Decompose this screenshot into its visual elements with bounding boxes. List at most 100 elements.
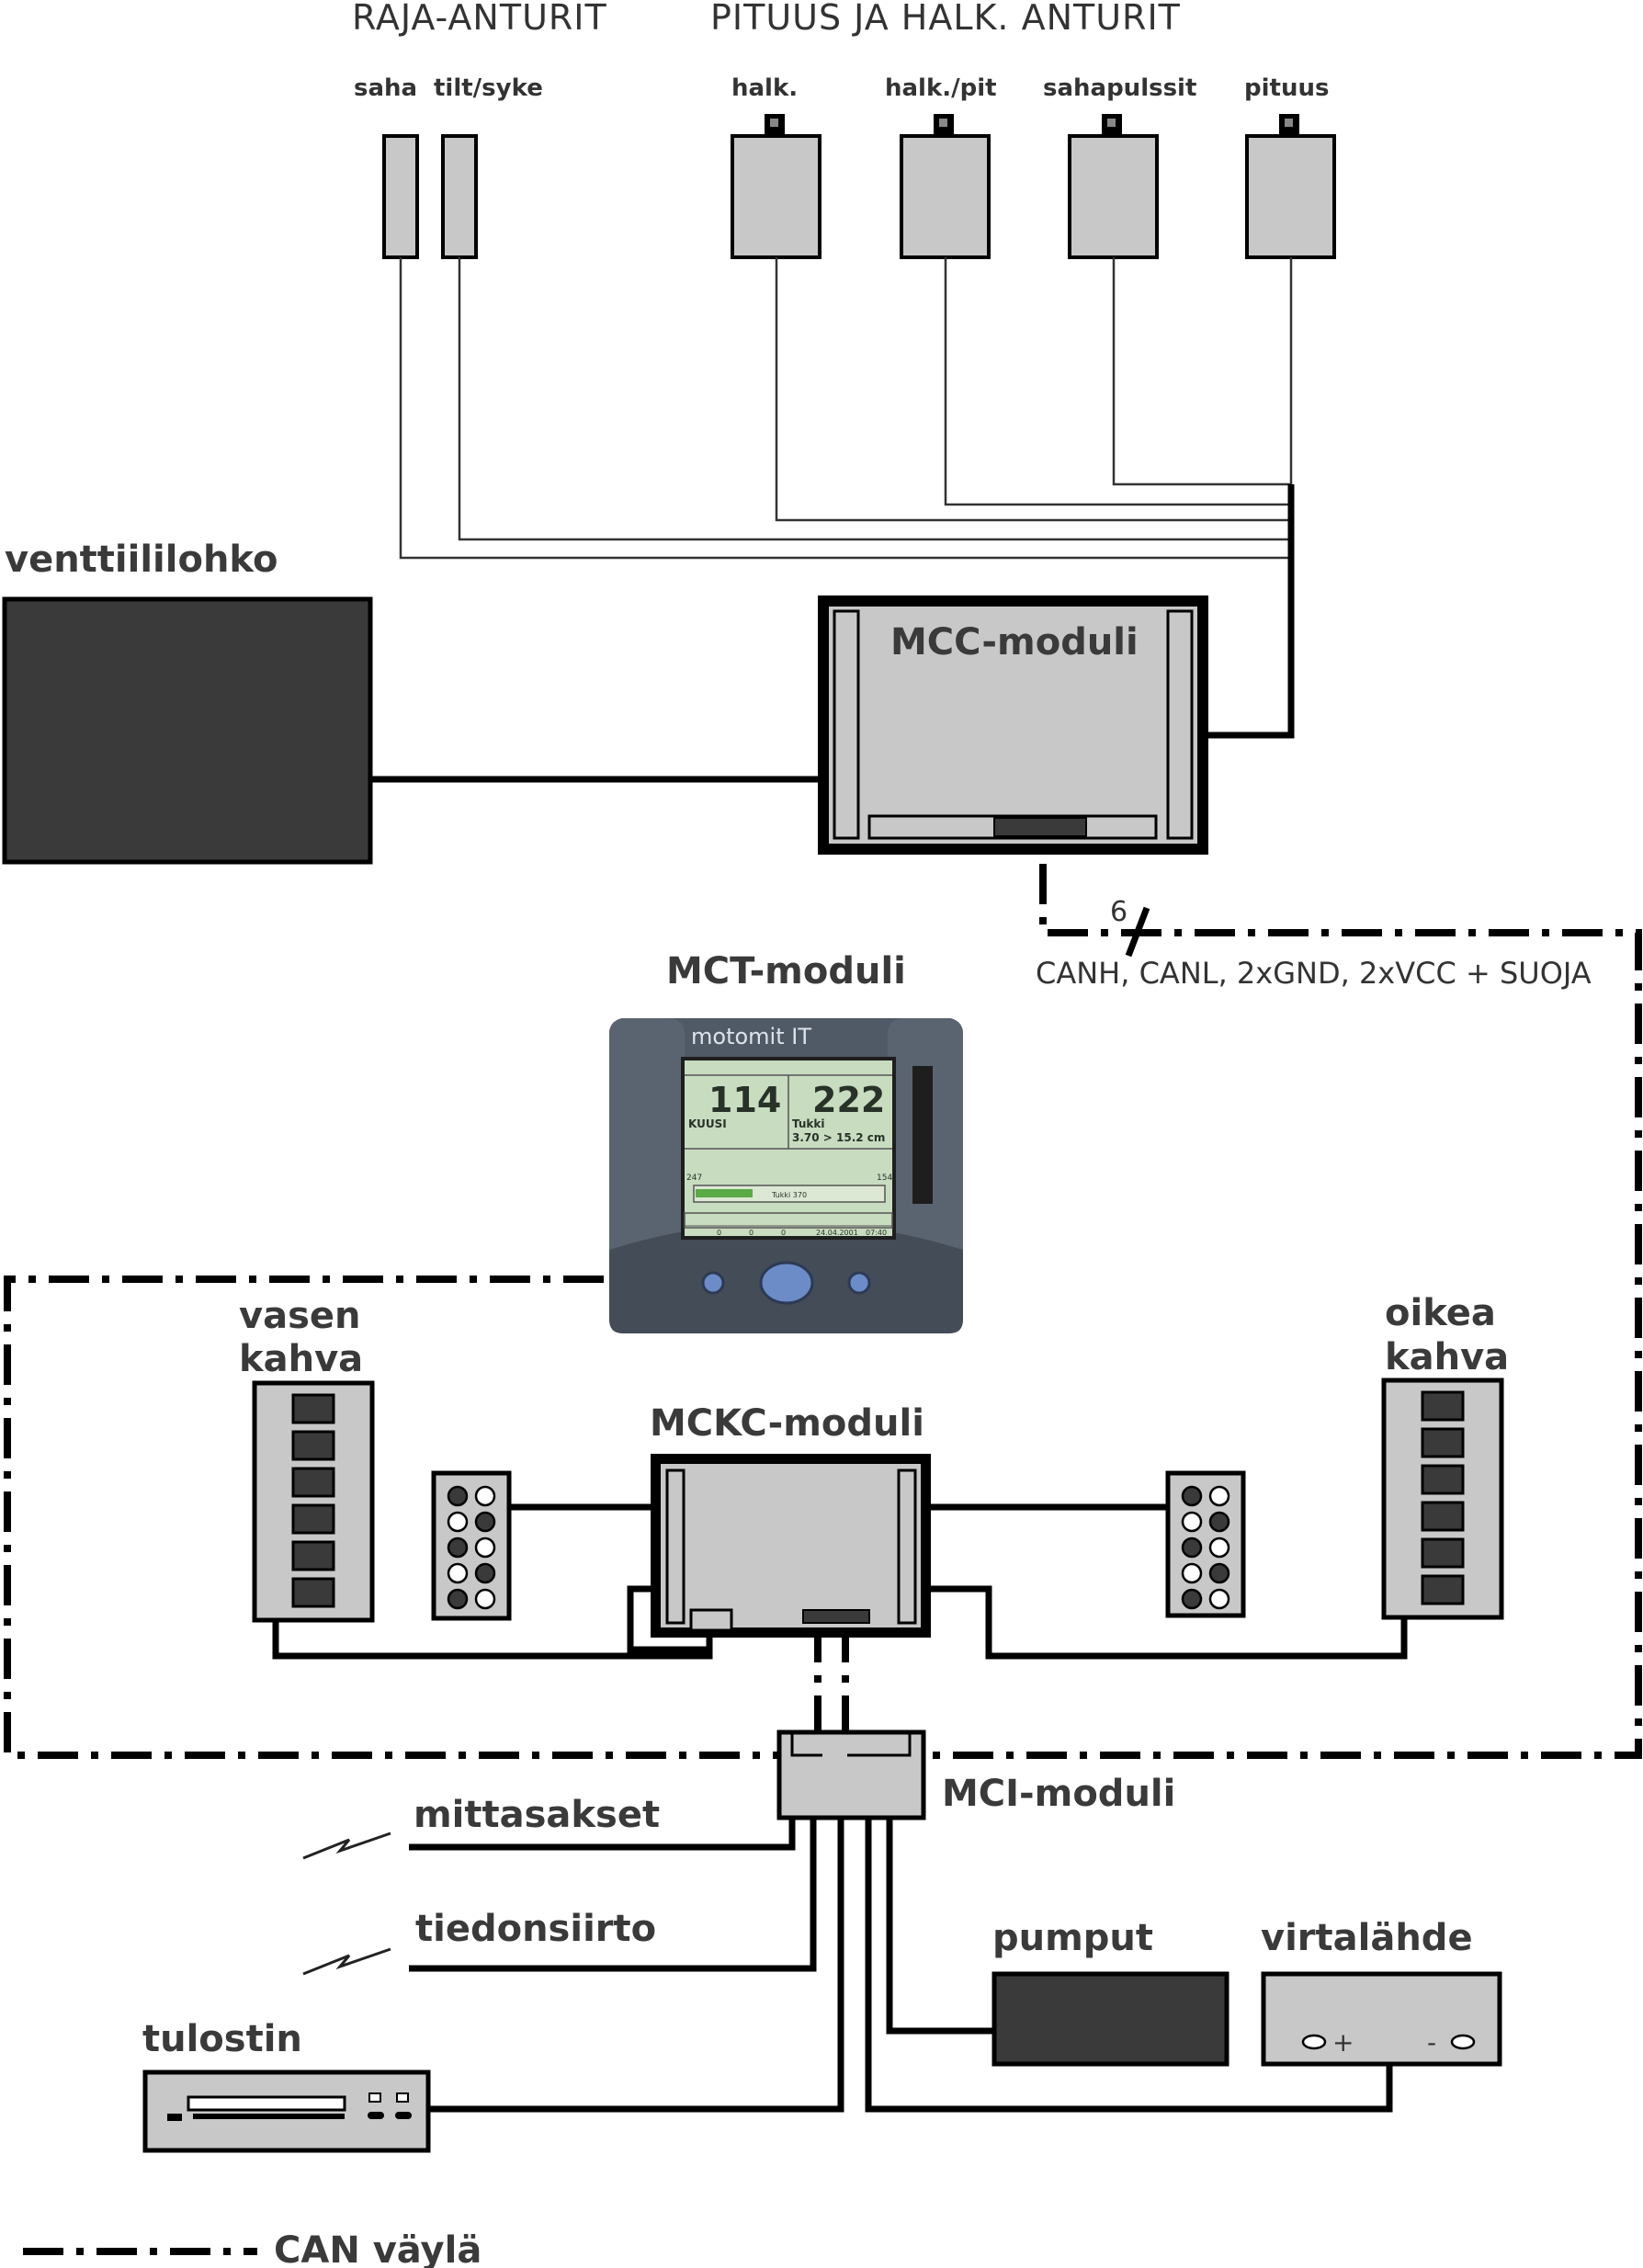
mct-footer-value-3: 0 <box>781 1229 786 1237</box>
can-bus-signals: CANH, CANL, 2xGND, 2xVCC + SUOJA <box>1036 956 1592 991</box>
mci-module-label: MCI-moduli <box>942 1773 1175 1815</box>
handle-button <box>1421 1574 1465 1605</box>
handle-button <box>1421 1501 1465 1532</box>
panel-button <box>474 1562 496 1584</box>
mckc-module <box>651 1454 931 1638</box>
power-supply-label: virtalähde <box>1261 1917 1473 1959</box>
panel-button <box>1208 1485 1230 1507</box>
sensor-label-saha: saha <box>354 74 417 102</box>
handle-button <box>291 1577 335 1608</box>
mct-bar-left: 247 <box>686 1174 702 1183</box>
right-handle-label-2: kahva <box>1385 1336 1509 1378</box>
calipers-wireless-icon <box>302 1831 391 1860</box>
mckc-module-label: MCKC-moduli <box>650 1402 924 1445</box>
pumps-wire <box>886 1818 994 2035</box>
panel-button <box>447 1562 469 1584</box>
mct-bar-label: Tukki 370 <box>771 1191 807 1199</box>
mct-left-number: 114 <box>708 1080 781 1120</box>
can-wire-count: 6 <box>1110 896 1127 928</box>
left-handle <box>252 1380 375 1623</box>
power-supply <box>1261 1971 1502 2067</box>
pumps-label: pumput <box>992 1917 1153 1959</box>
handle-button <box>291 1393 335 1424</box>
panel-button <box>1181 1485 1203 1507</box>
legend-can-bus-label: CAN väylä <box>274 2229 482 2268</box>
right-handle <box>1381 1378 1504 1620</box>
mct-right-caption: Tukki <box>792 1117 824 1130</box>
calipers-wire <box>409 1818 796 1851</box>
mct-bar-right: 154 <box>877 1174 892 1183</box>
heading-limit-sensors: RAJA-ANTURIT <box>352 0 607 38</box>
mct-device <box>609 1018 963 1333</box>
sensor-label-halk-pit: halk./pit <box>885 74 997 102</box>
panel-button <box>1208 1537 1230 1559</box>
limit-sensor-tilt <box>441 134 478 259</box>
calipers-label: mittasakset <box>414 1794 660 1836</box>
data-transfer-wire <box>409 1818 817 1972</box>
data-transfer-label: tiedonsiirto <box>415 1908 656 1950</box>
limit-sensor-saha <box>382 134 419 259</box>
can-bus-lines <box>4 864 1642 1759</box>
mct-right-detail: 3.70 > 15.2 cm <box>792 1131 885 1144</box>
handle-button <box>291 1430 335 1461</box>
sensor-label-tilt: tilt/syke <box>434 74 543 102</box>
handle-button <box>291 1540 335 1571</box>
printer-wire <box>428 1818 844 2113</box>
handle-button <box>1421 1427 1465 1458</box>
panel-button <box>1181 1537 1203 1559</box>
mcc-module-label: MCC-moduli <box>890 621 1139 663</box>
sensor-wiring <box>399 257 1295 739</box>
sensor-sahapulssit <box>1068 114 1159 259</box>
panel-button <box>1181 1511 1203 1533</box>
valve-block-label: venttiililohko <box>5 539 278 581</box>
sensor-halk <box>731 114 822 259</box>
sensor-label-halk: halk. <box>731 74 798 102</box>
panel-button <box>447 1485 469 1507</box>
panel-button <box>1208 1588 1230 1610</box>
panel-button <box>447 1588 469 1610</box>
panel-button <box>474 1588 496 1610</box>
printer <box>142 2070 431 2153</box>
handle-button <box>291 1503 335 1535</box>
mct-right-number: 222 <box>812 1080 885 1120</box>
can-wire-count-marker <box>1125 906 1150 958</box>
valve-block <box>2 596 373 865</box>
right-button-panel <box>1165 1470 1246 1618</box>
left-button-panel <box>431 1470 512 1621</box>
panel-button <box>474 1511 496 1533</box>
left-handle-label-2: kahva <box>239 1338 363 1380</box>
pumps <box>991 1971 1229 2067</box>
mci-module <box>776 1729 926 1820</box>
sensor-label-sahapulssit: sahapulssit <box>1043 74 1196 102</box>
mcc-module <box>818 595 1208 855</box>
panel-button <box>1181 1562 1203 1584</box>
handle-button <box>1421 1537 1465 1569</box>
mct-footer-date: 24.04.2001 <box>816 1229 858 1237</box>
mct-module-label: MCT-moduli <box>666 950 906 992</box>
panel-button <box>447 1511 469 1533</box>
left-handle-label-1: vasen <box>239 1295 360 1337</box>
handle-wiring <box>272 1503 1408 1660</box>
power-minus-terminal: - <box>1427 2027 1436 2058</box>
mct-footer-value-2: 0 <box>749 1229 754 1237</box>
power-plus-terminal: + <box>1332 2027 1354 2058</box>
mct-footer-time: 07:40 <box>866 1229 887 1237</box>
right-handle-label-1: oikea <box>1385 1292 1496 1334</box>
data-transfer-wireless-icon <box>302 1947 391 1976</box>
panel-button <box>1208 1511 1230 1533</box>
mct-footer-value-1: 0 <box>717 1229 721 1237</box>
handle-button <box>291 1467 335 1498</box>
sensor-label-pituus: pituus <box>1244 74 1329 102</box>
panel-button <box>1181 1588 1203 1610</box>
handle-button <box>1421 1464 1465 1495</box>
sensor-halk-pit <box>900 114 991 259</box>
panel-button <box>474 1537 496 1559</box>
printer-label: tulostin <box>142 2018 302 2060</box>
mct-left-caption: KUUSI <box>688 1117 727 1130</box>
mct-brand: motomit IT <box>691 1024 811 1049</box>
power-supply-wire <box>865 1818 1393 2113</box>
heading-length-diameter-sensors: PITUUS JA HALK. ANTURIT <box>710 0 1181 38</box>
handle-button <box>1421 1390 1465 1422</box>
sensor-pituus <box>1245 114 1336 259</box>
